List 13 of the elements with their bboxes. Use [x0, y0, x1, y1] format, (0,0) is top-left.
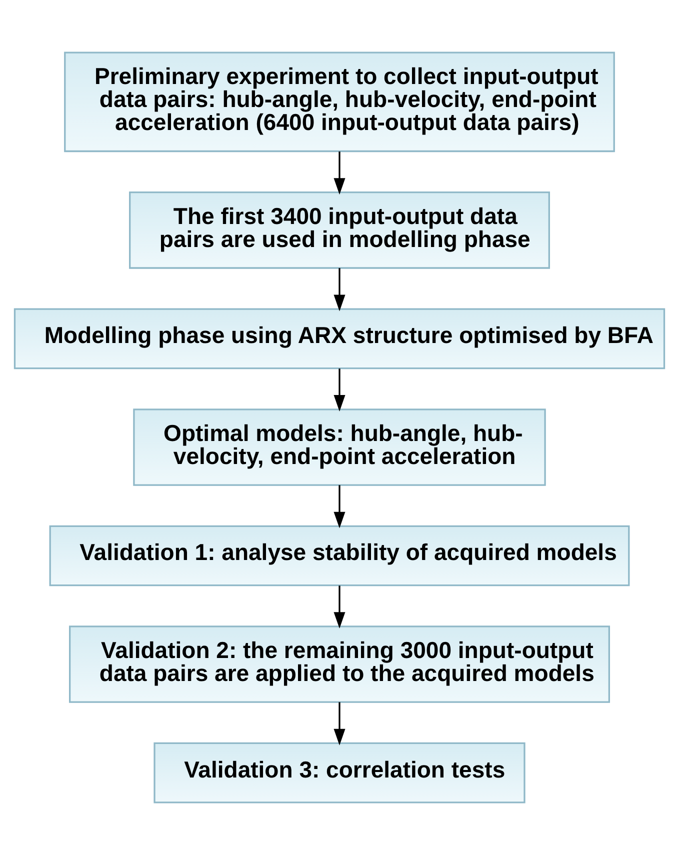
node-box: Modelling phase using ARX structure optimised by BFA [14, 308, 666, 369]
node-box: Validation 2: the remaining 3000 input-output data pairs are applied to the acquired models [69, 625, 610, 702]
arrow [334, 151, 346, 194]
node-box: Optimal models: hub-angle, hub-velocity, end-point acceleration [133, 408, 546, 486]
node-box: Validation 3: correlation tests [154, 742, 526, 803]
arrow [334, 702, 346, 745]
node-box: The first 3400 input-output data pairs are used in modelling phase [129, 191, 550, 268]
arrow [334, 268, 346, 311]
node-box: Preliminary experiment to collect input-output data pairs: hub-angle, hub-velocity, end-point acceleration (6400 input-output data pairs) [64, 51, 615, 152]
arrow [334, 368, 346, 411]
arrow [334, 484, 346, 528]
arrow [334, 585, 346, 628]
node-box: Validation 1: analyse stability of acquired models [49, 524, 630, 586]
